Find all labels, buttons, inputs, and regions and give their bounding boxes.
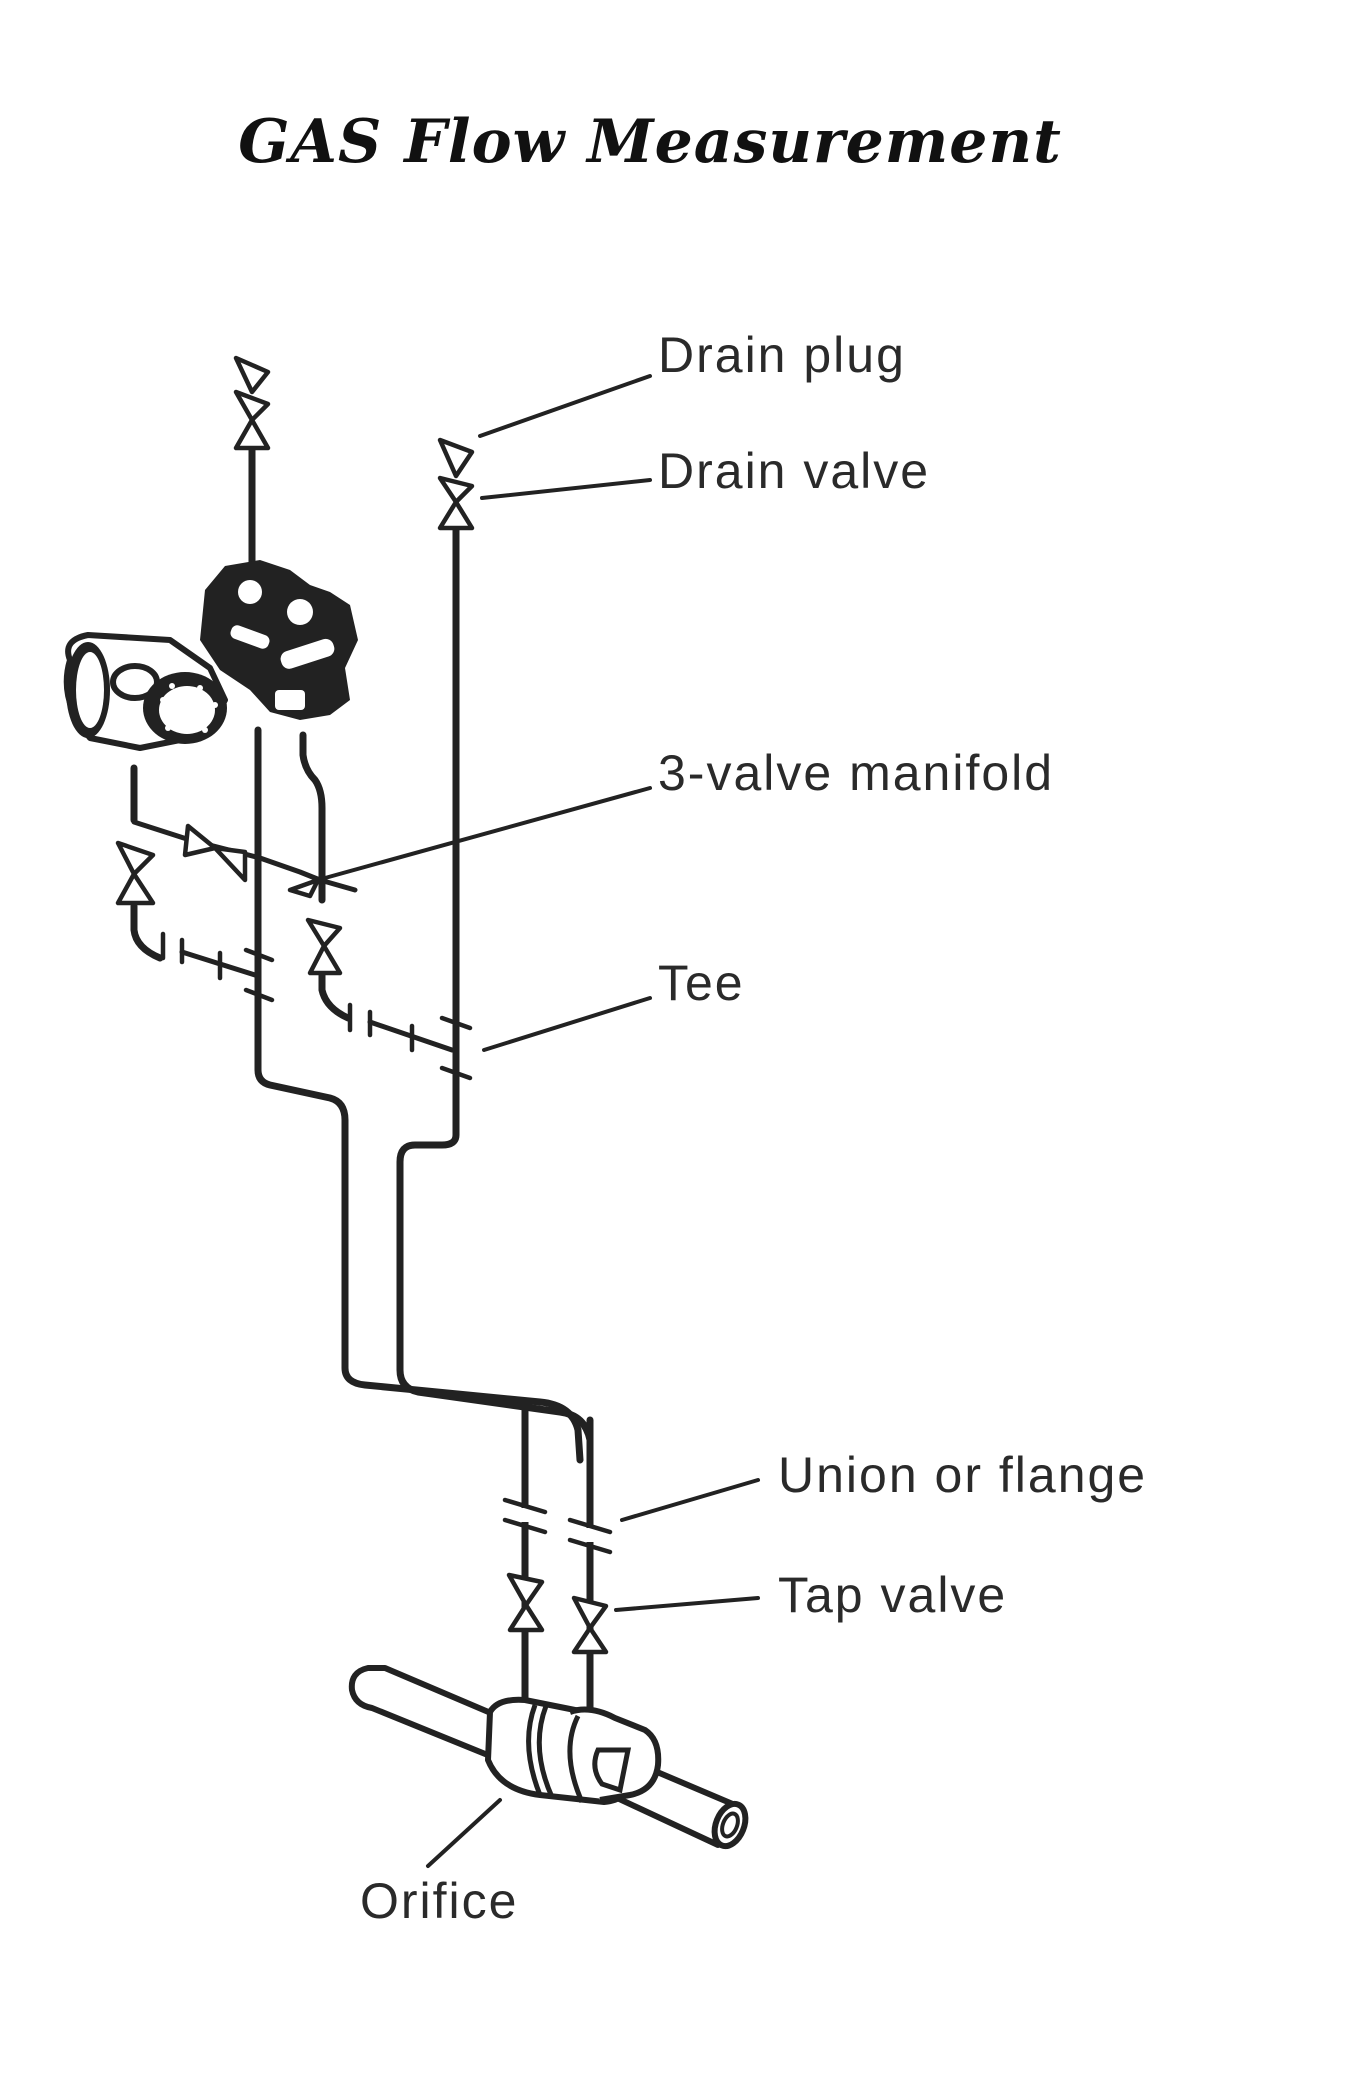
leader-tap-valve — [614, 1596, 760, 1612]
transmitter-icon — [63, 560, 358, 751]
valve-icon — [115, 840, 156, 877]
leader-orifice — [426, 1798, 502, 1868]
tee-icon — [243, 987, 275, 1003]
orifice-icon — [348, 1665, 749, 1850]
flange-icon — [567, 1537, 613, 1555]
manifold-handle — [230, 625, 270, 649]
valve-icon — [115, 871, 156, 906]
label-union-or-flange: Union or flange — [778, 1447, 1147, 1503]
manifold-handle — [280, 638, 335, 669]
label-drain-valve: Drain valve — [658, 443, 930, 499]
label-tee: Tee — [658, 955, 745, 1011]
three-valve-manifold — [115, 726, 584, 1464]
tee-icon — [439, 1065, 473, 1081]
pipe-bore — [720, 1811, 740, 1839]
pipe — [318, 971, 352, 1022]
orifice-plate-line — [526, 1704, 543, 1796]
leader-union — [620, 1478, 760, 1522]
drain-assembly — [396, 437, 594, 1444]
pipe-collar — [592, 1747, 632, 1794]
equalizing-line — [131, 819, 358, 893]
drain-valve-icon — [437, 499, 475, 531]
leader-drain-valve — [480, 478, 652, 500]
valve-icon — [305, 917, 343, 949]
drain-plug-icon — [437, 437, 475, 479]
port-icon — [287, 599, 313, 625]
tap-valve-icon — [506, 1572, 545, 1608]
valve-icon — [233, 389, 271, 423]
union-gap — [512, 1508, 538, 1522]
orifice-plate-line — [536, 1705, 555, 1799]
flange-icon — [567, 1517, 613, 1535]
label-tap-valve: Tap valve — [778, 1567, 1007, 1623]
vent-plug-icon — [233, 355, 271, 395]
leader-tee — [482, 996, 652, 1052]
manifold-body — [200, 560, 358, 720]
drain-valve-icon — [437, 475, 475, 505]
valve-icon — [307, 943, 343, 976]
leader-lines — [323, 374, 760, 1868]
valve-icon — [182, 823, 218, 858]
flange-icon — [502, 1497, 548, 1515]
tee-icon — [439, 1015, 473, 1031]
tap-valve-icon — [571, 1595, 609, 1631]
tap-valve-icon — [507, 1602, 545, 1633]
leader-manifold — [323, 786, 652, 880]
flange-icon — [502, 1517, 548, 1535]
valve-icon — [212, 845, 248, 883]
upstream-pipe — [348, 1665, 515, 1763]
pipe — [130, 902, 164, 962]
manifold-port — [275, 690, 305, 710]
valve-icon — [233, 417, 271, 451]
vent-valve-assembly — [233, 355, 271, 569]
high-side-impulse-line — [254, 726, 584, 1464]
union-gap — [577, 1528, 603, 1542]
label-orifice: Orifice — [360, 1873, 518, 1929]
tee-icon — [243, 947, 275, 963]
port-icon — [238, 580, 262, 604]
orifice-flange-edge — [567, 1714, 585, 1804]
low-side-impulse-line — [396, 526, 594, 1444]
leader-drain-plug — [478, 374, 652, 438]
display-window — [159, 686, 215, 734]
diagram-title: GAS Flow Measurement — [238, 107, 1062, 177]
housing-cap-inner — [76, 652, 104, 728]
label-three-valve-manifold: 3-valve manifold — [658, 745, 1054, 801]
valve-icon — [287, 877, 321, 899]
tap-valve-icon — [571, 1625, 609, 1655]
low-side-leg — [299, 731, 326, 904]
label-drain-plug: Drain plug — [658, 327, 906, 383]
